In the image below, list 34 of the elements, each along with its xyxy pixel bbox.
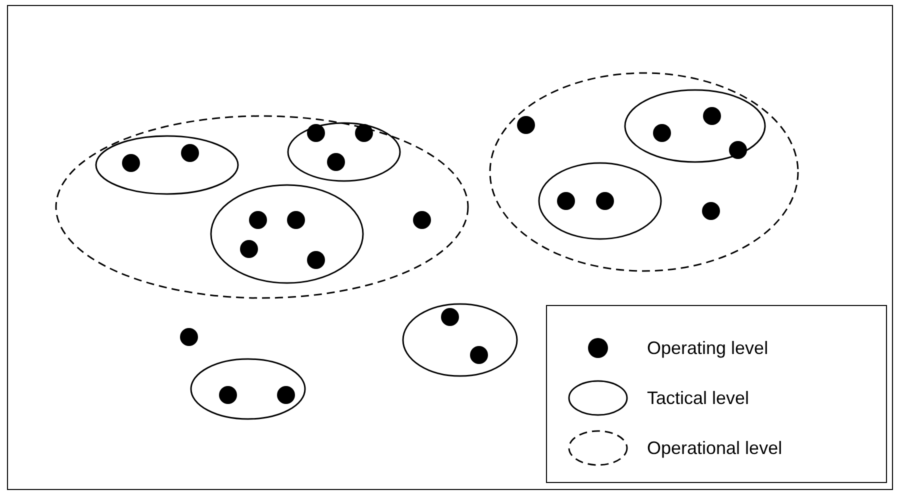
dot xyxy=(327,153,345,171)
dot xyxy=(122,154,140,172)
dot xyxy=(307,251,325,269)
dot xyxy=(517,116,535,134)
dashed-ellipse xyxy=(55,115,469,299)
legend-label: Operational level xyxy=(647,437,782,459)
ellipse xyxy=(538,162,662,240)
dot xyxy=(249,211,267,229)
dot xyxy=(729,141,747,159)
dashed-ellipse xyxy=(489,72,799,272)
dot xyxy=(355,124,373,142)
dot xyxy=(219,386,237,404)
legend-label: Tactical level xyxy=(647,387,750,409)
dot xyxy=(240,240,258,258)
legend-label: Operating level xyxy=(647,337,768,359)
dot xyxy=(441,308,459,326)
dot xyxy=(287,211,305,229)
dot xyxy=(596,192,614,210)
dot xyxy=(557,192,575,210)
dot xyxy=(703,107,721,125)
dot xyxy=(180,328,198,346)
dot xyxy=(702,202,720,220)
ellipse xyxy=(95,135,239,195)
dot xyxy=(413,211,431,229)
ellipse xyxy=(402,303,518,377)
dot xyxy=(470,346,488,364)
dot xyxy=(653,124,671,142)
ellipse xyxy=(287,122,401,182)
ellipse xyxy=(190,358,306,420)
dot xyxy=(277,386,295,404)
ellipse xyxy=(210,184,364,284)
dot xyxy=(181,144,199,162)
ellipse xyxy=(624,89,766,163)
dot xyxy=(307,124,325,142)
